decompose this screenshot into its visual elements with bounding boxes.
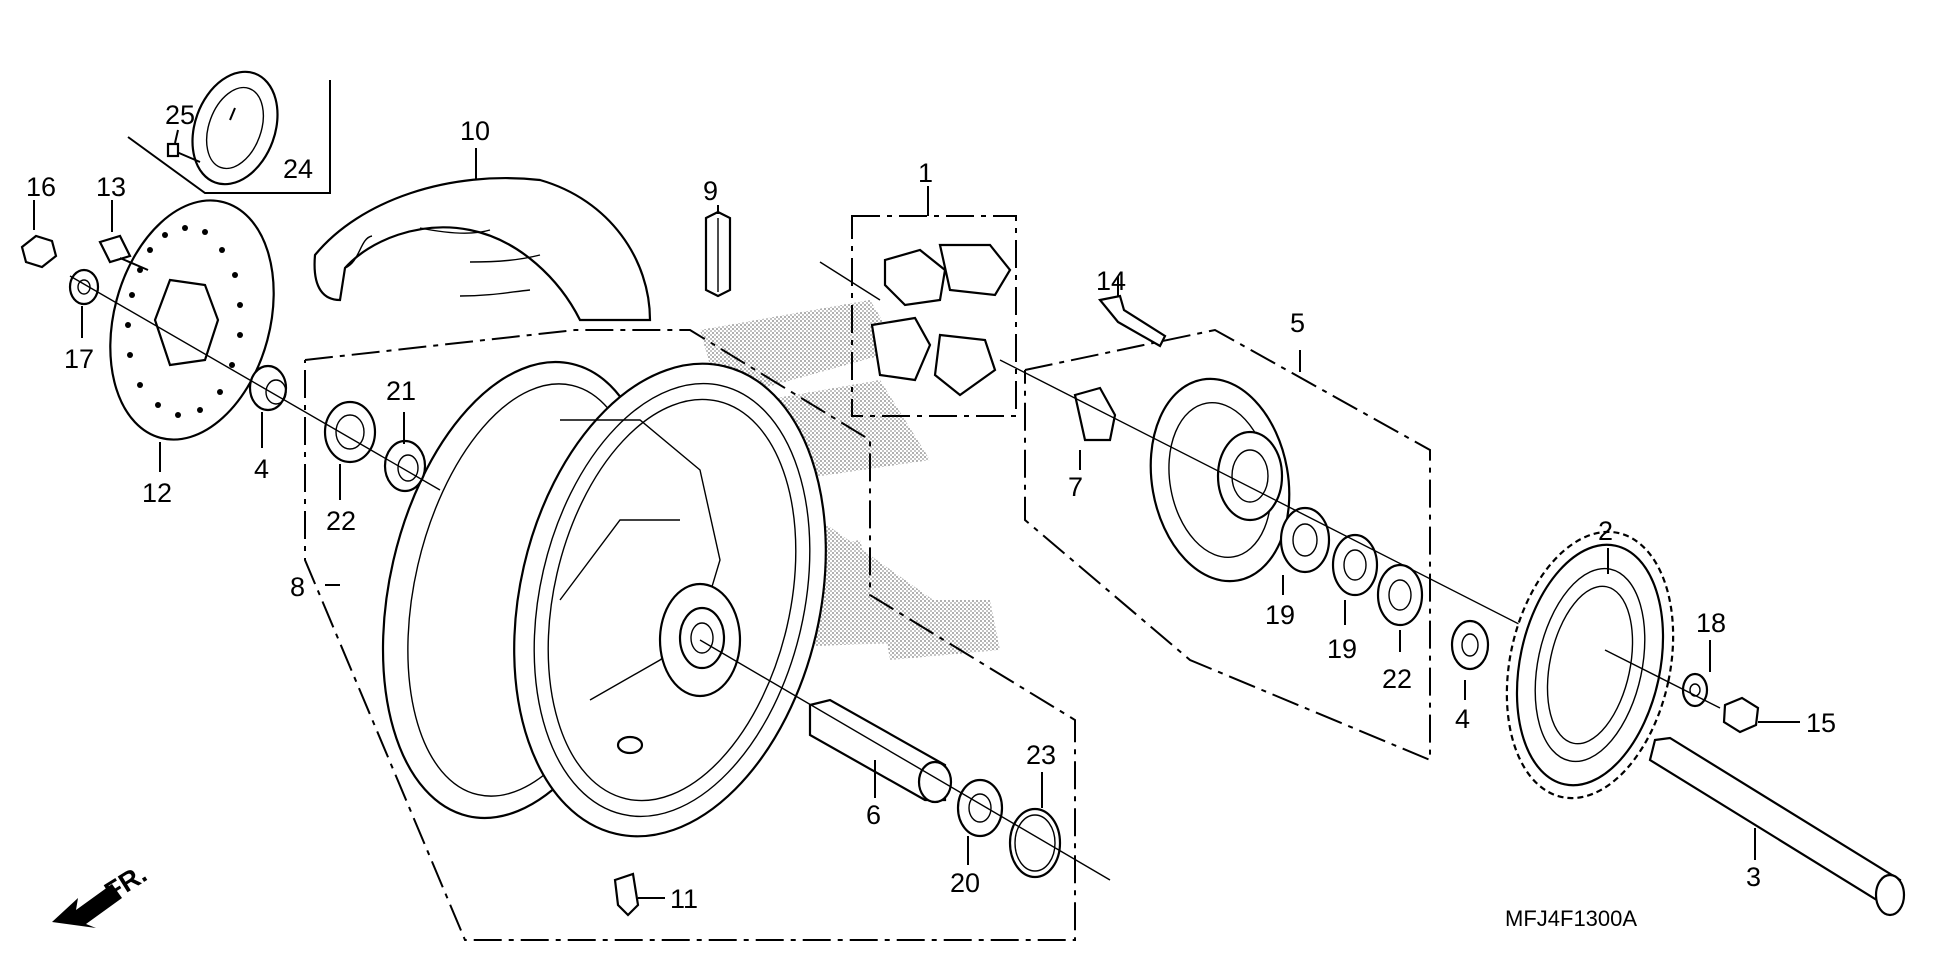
- diagram-reference-code: MFJ4F1300A: [1505, 906, 1637, 931]
- callout-5: 5: [1290, 308, 1305, 338]
- callout-7: 7: [1068, 472, 1083, 502]
- callout-10: 10: [460, 116, 490, 146]
- front-direction-arrow: FR.: [52, 859, 152, 928]
- callout-9: 9: [703, 176, 718, 206]
- callout-24: 24: [283, 154, 313, 184]
- callout-17: 17: [64, 344, 94, 374]
- leader-lines: [33, 107, 1800, 899]
- callout-25: 25: [165, 100, 195, 130]
- callout-11: 11: [670, 884, 698, 914]
- tire: [313, 177, 652, 322]
- assembly-group-outlines: [127, 80, 1431, 941]
- callout-6: 6: [866, 800, 881, 830]
- callout-22a: 22: [326, 506, 356, 536]
- left-side-small-parts: [20, 70, 441, 493]
- callout-4b: 4: [1455, 704, 1470, 734]
- callout-13: 13: [96, 172, 126, 202]
- hub-assembly: [999, 294, 1571, 671]
- callout-12: 12: [142, 478, 172, 508]
- callout-22b: 22: [1382, 664, 1412, 694]
- callout-4a: 4: [254, 454, 269, 484]
- damper-rubbers: [704, 210, 1012, 397]
- callout-1: 1: [918, 158, 933, 188]
- callout-21: 21: [386, 376, 416, 406]
- wheel-rim: [381, 360, 827, 838]
- brake-disc: [109, 199, 275, 441]
- callout-19a: 19: [1265, 600, 1295, 630]
- callout-19b: 19: [1327, 634, 1357, 664]
- callout-15: 15: [1806, 708, 1836, 738]
- callout-20: 20: [950, 868, 980, 898]
- lower-small-parts: [613, 639, 1111, 917]
- callout-2: 2: [1598, 516, 1613, 546]
- callout-3: 3: [1746, 862, 1761, 892]
- callout-labels: 16 13 25 24 17 12 4 22 21 8 10 9 1 14 5 …: [26, 100, 1836, 914]
- callout-14: 14: [1096, 266, 1126, 296]
- axle-and-nuts: [1604, 649, 1906, 917]
- callout-16: 16: [26, 172, 56, 202]
- callout-23: 23: [1026, 740, 1056, 770]
- callout-18: 18: [1696, 608, 1726, 638]
- callout-8: 8: [290, 572, 305, 602]
